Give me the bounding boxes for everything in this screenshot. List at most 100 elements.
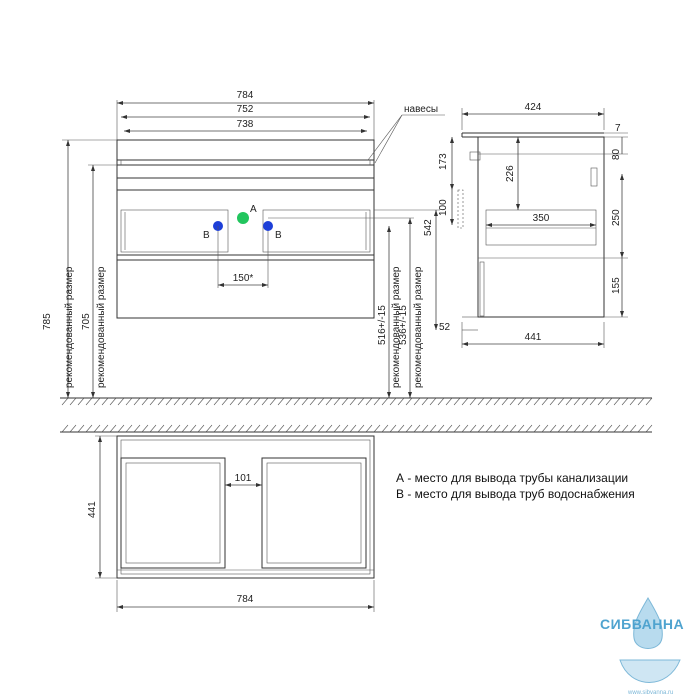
- hatch-stroke: [181, 424, 189, 433]
- hatch-stroke: [101, 397, 109, 406]
- hatch-stroke: [213, 424, 221, 433]
- hatch-stroke: [365, 424, 373, 433]
- hatch-stroke: [261, 424, 269, 433]
- dim-784-top: 784: [237, 90, 254, 101]
- hatch-stroke: [277, 397, 285, 406]
- hatch-stroke: [389, 424, 397, 433]
- hatch-stroke: [517, 397, 525, 406]
- hatch-stroke: [213, 397, 221, 406]
- hatch-stroke: [61, 424, 69, 433]
- label-b-left: B: [203, 230, 210, 241]
- dim-150: 150*: [233, 273, 254, 284]
- dim-536-note: рекомендованный размер: [413, 266, 424, 388]
- dim-100: 100: [438, 199, 449, 216]
- hatch-stroke: [325, 424, 333, 433]
- dim-542: 542: [423, 219, 434, 236]
- hatch-stroke: [93, 424, 101, 433]
- dim-441-top: 441: [87, 501, 98, 518]
- hatch-stroke: [485, 424, 493, 433]
- hatch-stroke: [453, 397, 461, 406]
- dim-7: 7: [615, 123, 621, 134]
- hatch-stroke: [157, 397, 165, 406]
- dim-80: 80: [611, 148, 622, 160]
- hatch-stroke: [253, 397, 261, 406]
- hatch-stroke: [597, 397, 605, 406]
- hatch-stroke: [277, 424, 285, 433]
- hatch-stroke: [237, 424, 245, 433]
- watermark-logo: СИБВАННА www.sibvanna.ru: [600, 596, 684, 696]
- hatch-stroke: [493, 424, 501, 433]
- hatch-stroke: [69, 424, 77, 433]
- dim-784-bottom: 784: [237, 594, 254, 605]
- hatch-stroke: [253, 424, 261, 433]
- hatch-stroke: [645, 397, 653, 406]
- hatch-stroke: [429, 424, 437, 433]
- hatch-stroke: [421, 397, 429, 406]
- hatch-stroke: [133, 424, 141, 433]
- front-view: 784 752 738 150*: [42, 90, 653, 406]
- hatch-stroke: [413, 397, 421, 406]
- hatch-stroke: [477, 397, 485, 406]
- dim-536: 536+/-15: [398, 305, 409, 345]
- hatch-stroke: [517, 424, 525, 433]
- dim-441-side: 441: [525, 332, 542, 343]
- hatch-stroke: [397, 424, 405, 433]
- water-outlet-right-marker: [263, 221, 273, 231]
- hatch-stroke: [445, 424, 453, 433]
- side-view: 424 7 173 100 226: [438, 102, 628, 348]
- hatch-stroke: [61, 397, 69, 406]
- hatch-stroke: [549, 424, 557, 433]
- hatch-stroke: [109, 397, 117, 406]
- hatch-stroke: [173, 397, 181, 406]
- floor-hatch: [61, 397, 653, 406]
- hatch-stroke: [109, 424, 117, 433]
- dim-350: 350: [533, 213, 550, 224]
- hatch-stroke: [533, 397, 541, 406]
- label-a: A: [250, 204, 257, 215]
- hatch-stroke: [77, 397, 85, 406]
- dim-738: 738: [237, 119, 254, 130]
- cabinet-top-outline: [116, 435, 375, 579]
- hatch-stroke: [197, 424, 205, 433]
- bathtub-icon: [619, 659, 681, 683]
- hinges-label: навесы: [404, 104, 438, 115]
- hatch-stroke: [221, 424, 229, 433]
- hatch-stroke: [493, 397, 501, 406]
- hatch-stroke: [205, 397, 213, 406]
- hatch-stroke: [133, 397, 141, 406]
- hatch-stroke: [421, 424, 429, 433]
- hatch-stroke: [477, 424, 485, 433]
- hatch-stroke: [69, 397, 77, 406]
- hatch-stroke: [165, 424, 173, 433]
- hatch-stroke: [157, 424, 165, 433]
- hatch-stroke: [413, 424, 421, 433]
- watermark-site: www.sibvanna.ru: [627, 690, 673, 696]
- hatch-stroke: [509, 424, 517, 433]
- dim-785-note: рекомендованный размер: [64, 266, 75, 388]
- hatch-stroke: [285, 397, 293, 406]
- dim-516: 516+/-15: [377, 305, 388, 345]
- hatch-stroke: [261, 397, 269, 406]
- hatch-stroke: [165, 397, 173, 406]
- hatch-stroke: [309, 424, 317, 433]
- hatch-stroke: [317, 424, 325, 433]
- label-b-right: B: [275, 230, 282, 241]
- hatch-stroke: [565, 397, 573, 406]
- hatch-stroke: [405, 424, 413, 433]
- hatch-stroke: [437, 397, 445, 406]
- hatch-stroke: [405, 397, 413, 406]
- dim-155: 155: [611, 277, 622, 294]
- hatch-stroke: [189, 397, 197, 406]
- cabinet-side-outline: [477, 136, 605, 318]
- hatch-stroke: [365, 397, 373, 406]
- hatch-stroke: [317, 397, 325, 406]
- hatch-stroke: [565, 424, 573, 433]
- legend-line-b: В - место для вывода труб водоснабжения: [396, 487, 635, 501]
- hatch-stroke: [341, 397, 349, 406]
- hatch-stroke: [541, 397, 549, 406]
- hatch-stroke: [189, 424, 197, 433]
- hatch-stroke: [525, 397, 533, 406]
- hatch-stroke: [453, 424, 461, 433]
- hatch-stroke: [293, 397, 301, 406]
- hatch-stroke: [621, 424, 629, 433]
